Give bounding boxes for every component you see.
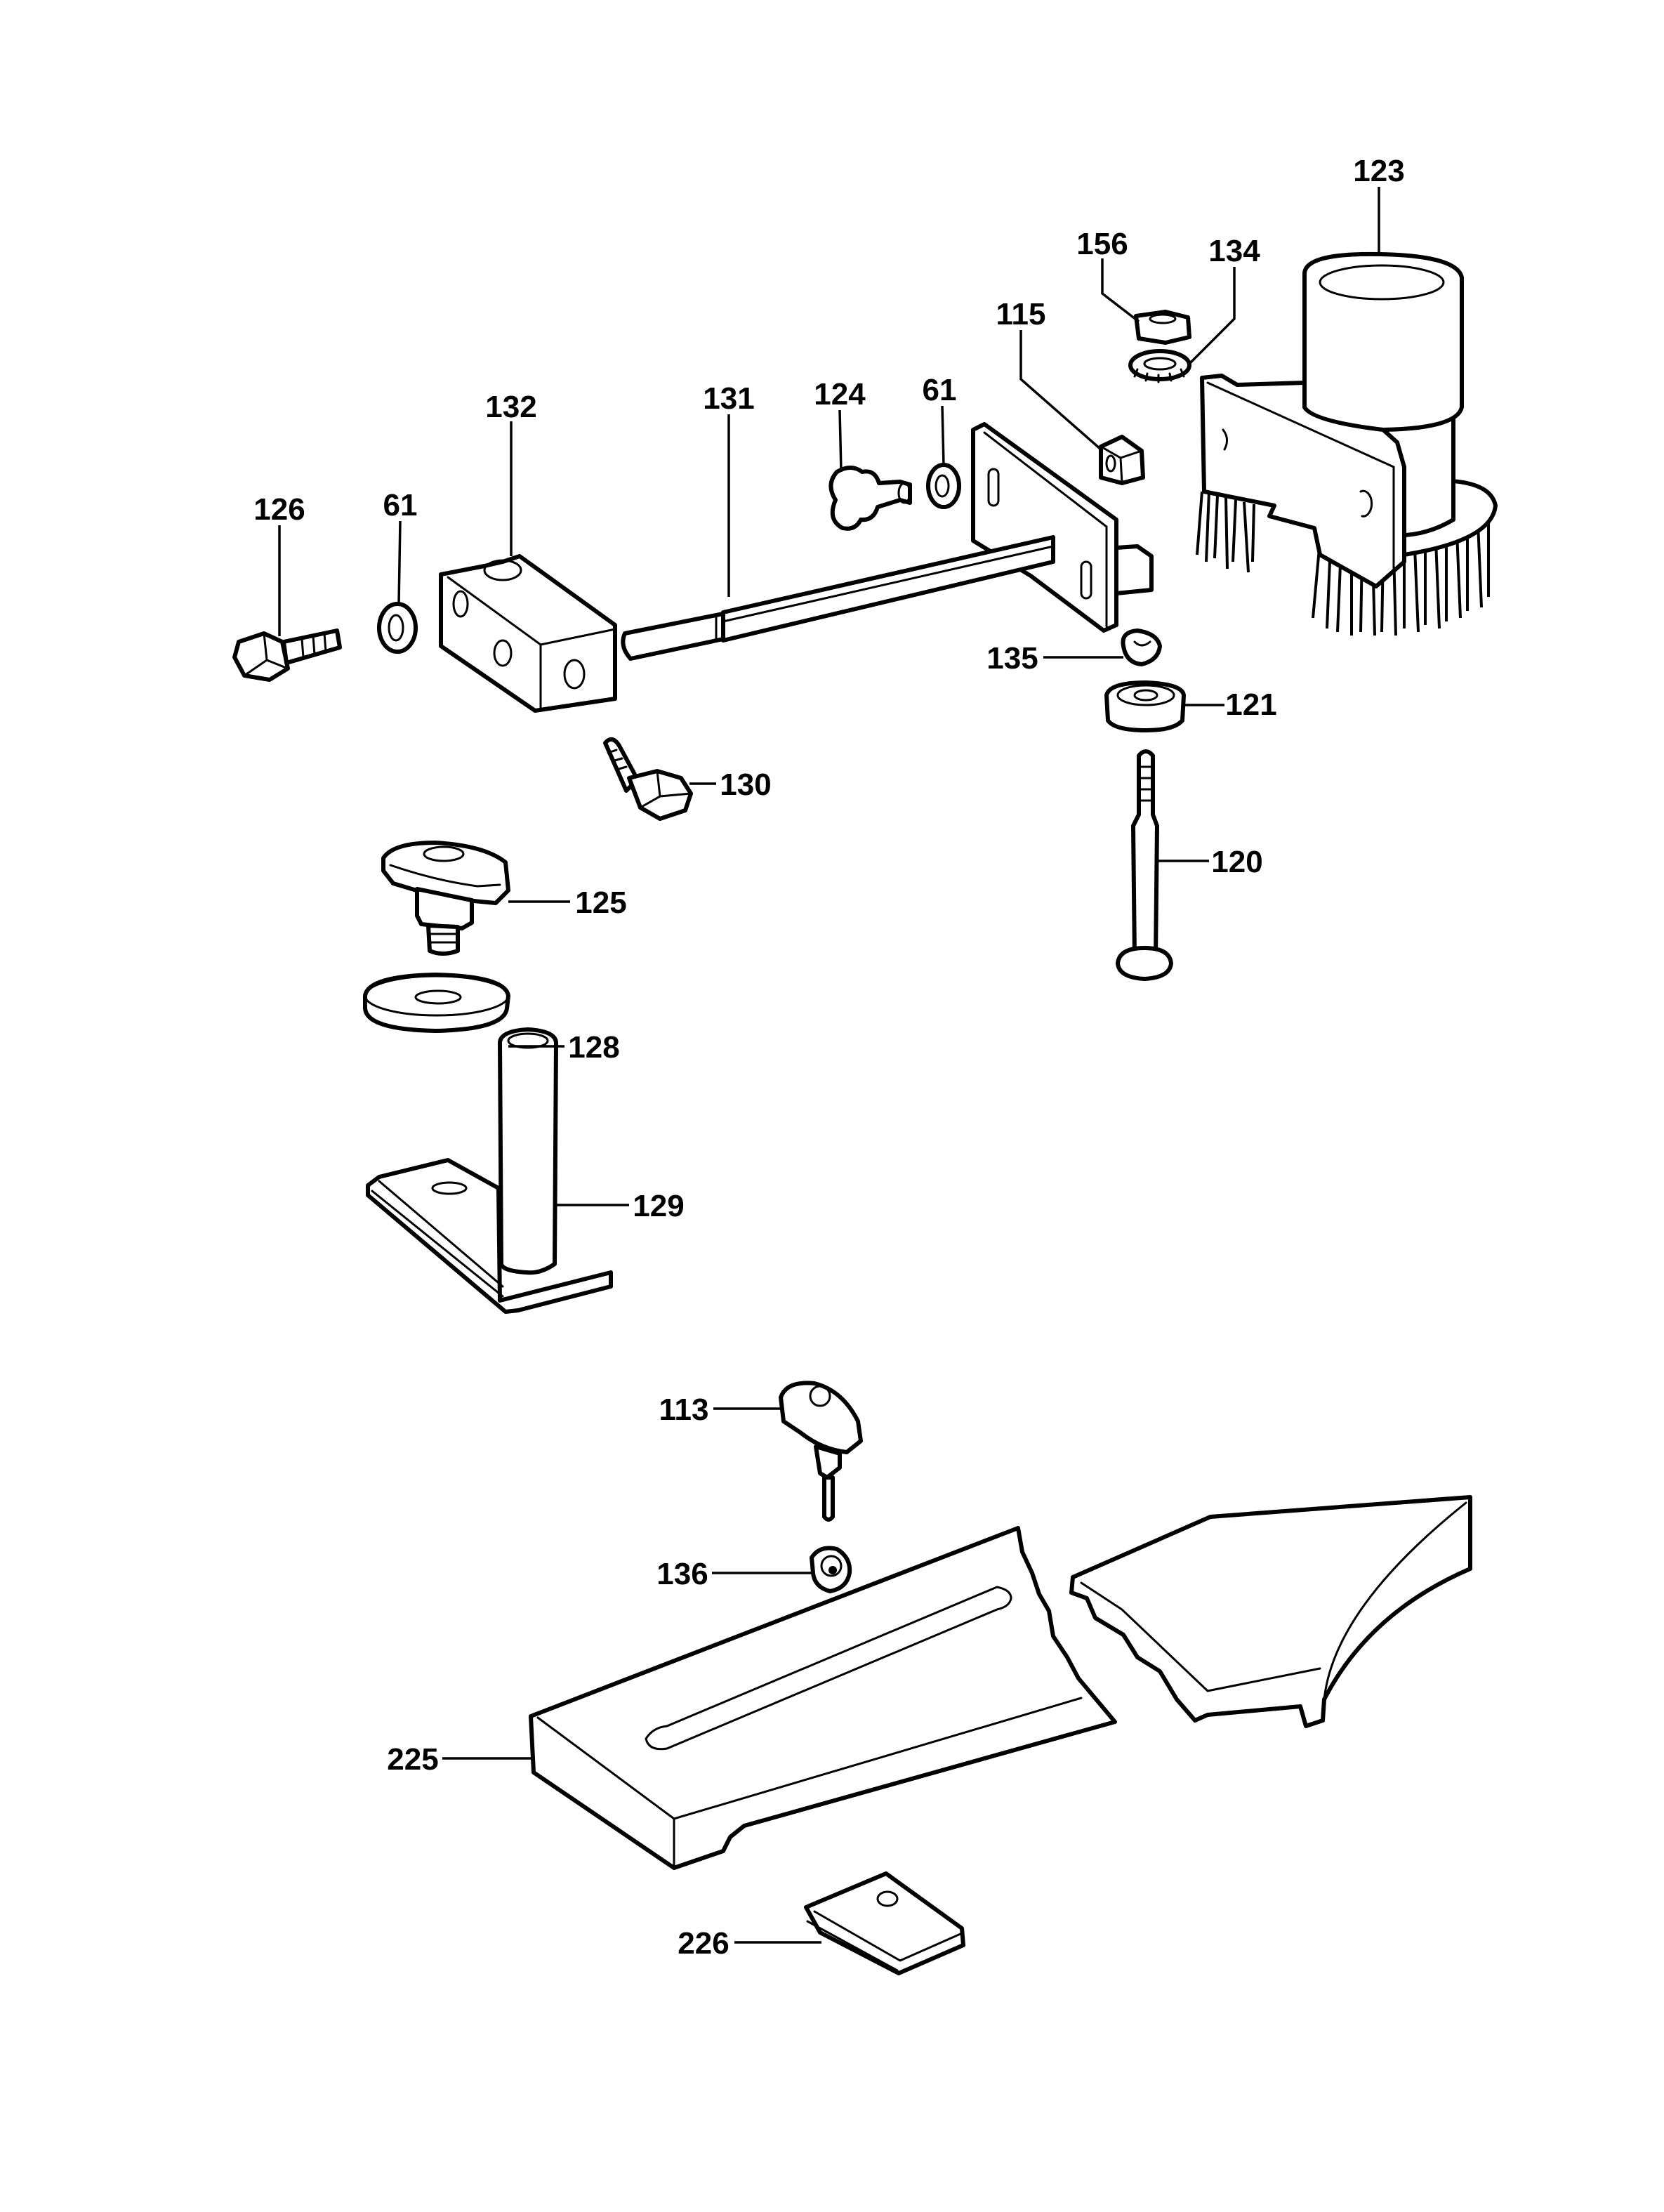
part-136-washer	[810, 1546, 852, 1593]
part-131-guide-rod	[621, 422, 1154, 661]
label-131: 131	[703, 381, 754, 416]
label-156: 156	[1076, 227, 1128, 261]
part-225-base-plate	[529, 1526, 1117, 1870]
part-135-retaining-clip	[1121, 628, 1162, 666]
leader-134	[1187, 267, 1236, 367]
bristles-left	[1196, 491, 1255, 573]
part-121-bearing	[1104, 680, 1186, 732]
label-225: 225	[387, 1742, 438, 1777]
plate-fold-line	[1206, 381, 1395, 574]
part-129-post-base	[366, 1027, 613, 1314]
label-115: 115	[996, 297, 1046, 331]
part-120-shaft-pin	[1116, 749, 1173, 981]
leader-61b	[397, 520, 402, 605]
hole-right	[1359, 489, 1373, 518]
label-136: 136	[656, 1557, 708, 1591]
rod	[721, 535, 1055, 643]
part-61-washer-upper	[926, 463, 961, 509]
part-113-wing-knob	[779, 1381, 863, 1522]
label-132: 132	[485, 390, 536, 424]
cylinder-opening	[1319, 264, 1445, 301]
leader-156	[1101, 258, 1140, 323]
part-132-clamp-block	[439, 554, 617, 713]
label-113: 113	[659, 1393, 709, 1427]
part-61-washer-lower	[377, 602, 418, 654]
part-125-wing-knob	[381, 841, 510, 956]
part-225-base-plate-far-section	[1069, 1495, 1472, 1728]
label-129: 129	[633, 1189, 684, 1223]
upper-cylinder	[1302, 251, 1464, 432]
label-121: 121	[1225, 687, 1276, 722]
label-124: 124	[814, 377, 866, 412]
part-130-hex-bolt	[603, 737, 693, 821]
mounting-plate	[1200, 374, 1406, 588]
label-61-upper: 61	[923, 373, 957, 407]
label-120: 120	[1211, 845, 1262, 879]
part-labels: 123 156 134 115 132 131 124 61 126 61 13…	[253, 154, 1404, 1961]
part-124-star-knob	[828, 466, 912, 531]
part-156-hex-nut	[1134, 310, 1191, 345]
bristles-bottom	[1312, 518, 1490, 636]
leader-115	[1019, 330, 1102, 451]
label-128: 128	[568, 1030, 619, 1065]
part-126-hex-bolt	[232, 628, 342, 682]
label-61-lower: 61	[383, 488, 418, 522]
label-130: 130	[720, 768, 771, 802]
leader-61a	[941, 405, 945, 466]
part-226-slot-nut	[804, 1871, 965, 1975]
label-226: 226	[678, 1926, 729, 1961]
label-126: 126	[253, 492, 305, 527]
hole-left	[1222, 428, 1228, 451]
bracket-plate	[971, 422, 1118, 633]
part-128-flat-washer	[363, 973, 510, 1033]
part-123-brush-hood	[1196, 251, 1498, 636]
part-134-lock-washer	[1128, 349, 1191, 383]
label-134: 134	[1208, 234, 1260, 268]
label-125: 125	[575, 886, 626, 920]
leader-lines	[278, 187, 1380, 1944]
label-135: 135	[986, 641, 1038, 676]
part-115-square-nut	[1099, 435, 1145, 485]
label-123: 123	[1353, 154, 1404, 188]
rod-end	[621, 612, 725, 661]
leader-124	[838, 409, 843, 473]
